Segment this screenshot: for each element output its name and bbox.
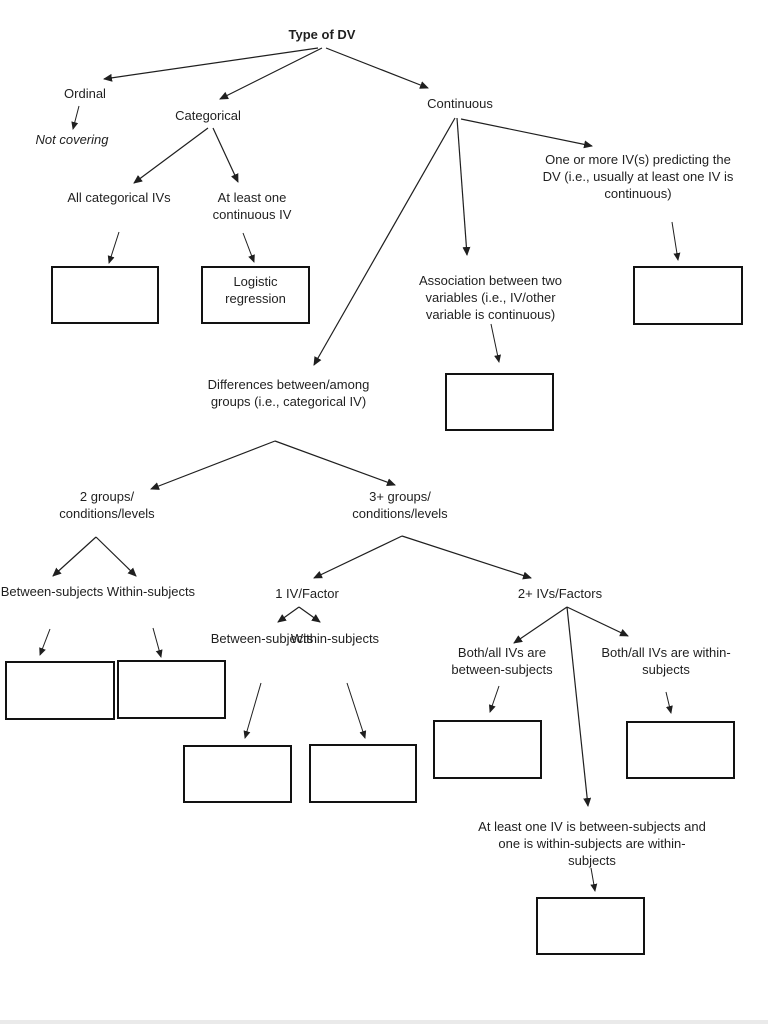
arrow-oneormore-to-box xyxy=(671,221,681,261)
node-ordinal: Ordinal xyxy=(64,86,106,101)
arrow-allcategorical-to-box xyxy=(107,231,120,264)
node-both-between: Both/all IVs are between-subjects xyxy=(451,645,553,677)
logistic-regression-label: Logistic regression xyxy=(225,274,286,306)
node-between-subjects-1iv: Between-subjects xyxy=(210,631,314,646)
node-three-plus-groups: 3+ groups/ conditions/levels xyxy=(352,489,448,521)
arrow-dv-to-continuous xyxy=(325,47,429,89)
arrow-atleastone-to-logistic xyxy=(242,232,255,263)
between-2groups-outcome-box xyxy=(5,661,115,720)
arrow-dv-to-ordinal xyxy=(103,47,319,82)
arrow-bothwithin-to-box xyxy=(665,691,673,714)
node-within-subjects-1iv: Within-subjects xyxy=(290,631,380,646)
node-between-subjects-2g: Between-subjects xyxy=(0,584,104,599)
arrow-categorical-to-allcategorical xyxy=(133,127,209,184)
arrow-3groups-to-2ivs xyxy=(401,535,532,580)
arrow-3groups-to-1iv xyxy=(313,535,403,579)
within-2groups-outcome-box xyxy=(117,660,226,719)
arrow-continuous-to-differences xyxy=(313,117,456,366)
arrow-between2g-to-box xyxy=(39,628,51,656)
node-one-iv-factor: 1 IV/Factor xyxy=(275,586,339,601)
arrow-1iv-to-within xyxy=(298,606,321,623)
arrow-differences-to-3groups xyxy=(274,440,396,487)
arrow-between1iv-to-box xyxy=(243,682,262,739)
prediction-outcome-box xyxy=(633,266,743,325)
arrow-2ivs-to-bothwithin xyxy=(566,606,629,637)
node-two-plus-ivs-factors: 2+ IVs/Factors xyxy=(517,586,603,601)
node-within-subjects-2g: Within-subjects xyxy=(106,584,196,599)
node-at-least-one-continuous-iv: At least one continuous IV xyxy=(212,190,292,222)
node-continuous: Continuous xyxy=(427,96,493,111)
node-not-covering: Not covering xyxy=(35,132,109,147)
between-1iv-outcome-box xyxy=(183,745,292,803)
node-differences: Differences between/among groups (i.e., … xyxy=(207,377,370,409)
within-1iv-outcome-box xyxy=(309,744,417,803)
association-outcome-box xyxy=(445,373,554,431)
arrow-continuous-to-oneormore xyxy=(460,118,593,149)
arrow-mixed-to-box xyxy=(590,867,598,892)
logistic-regression-box: Logistic regression xyxy=(201,266,310,324)
arrow-categorical-to-atleastone xyxy=(212,127,239,183)
page-bottom-edge xyxy=(0,1020,768,1024)
arrow-bothbetween-to-box xyxy=(488,685,500,713)
all-categorical-outcome-box xyxy=(51,266,159,324)
both-between-outcome-box xyxy=(433,720,542,779)
arrow-2groups-to-within xyxy=(95,536,137,577)
arrow-differences-to-2groups xyxy=(150,440,276,490)
node-one-or-more-ivs: One or more IV(s) predicting the DV (i.e… xyxy=(542,152,734,201)
node-type-of-dv: Type of DV xyxy=(288,27,356,42)
node-two-groups: 2 groups/ conditions/levels xyxy=(59,489,155,521)
arrow-2groups-to-between xyxy=(52,536,97,577)
arrow-2ivs-to-mixed xyxy=(566,606,592,807)
arrow-1iv-to-between xyxy=(277,606,300,623)
mixed-outcome-box xyxy=(536,897,645,955)
node-association: Association between two variables (i.e.,… xyxy=(418,273,563,322)
node-categorical: Categorical xyxy=(175,108,241,123)
arrow-ordinal-to-notcovering xyxy=(71,105,80,130)
node-all-categorical-ivs: All categorical IVs xyxy=(67,190,171,205)
arrow-association-to-box xyxy=(490,323,501,363)
arrow-continuous-to-association xyxy=(456,117,471,256)
arrow-within2g-to-box xyxy=(152,627,163,658)
node-both-within: Both/all IVs are within- subjects xyxy=(601,645,731,677)
both-within-outcome-box xyxy=(626,721,735,779)
arrow-dv-to-categorical xyxy=(219,47,323,100)
arrow-within1iv-to-box xyxy=(346,682,367,739)
node-mixed: At least one IV is between-subjects and … xyxy=(478,819,706,868)
arrow-2ivs-to-bothbetween xyxy=(513,606,568,644)
